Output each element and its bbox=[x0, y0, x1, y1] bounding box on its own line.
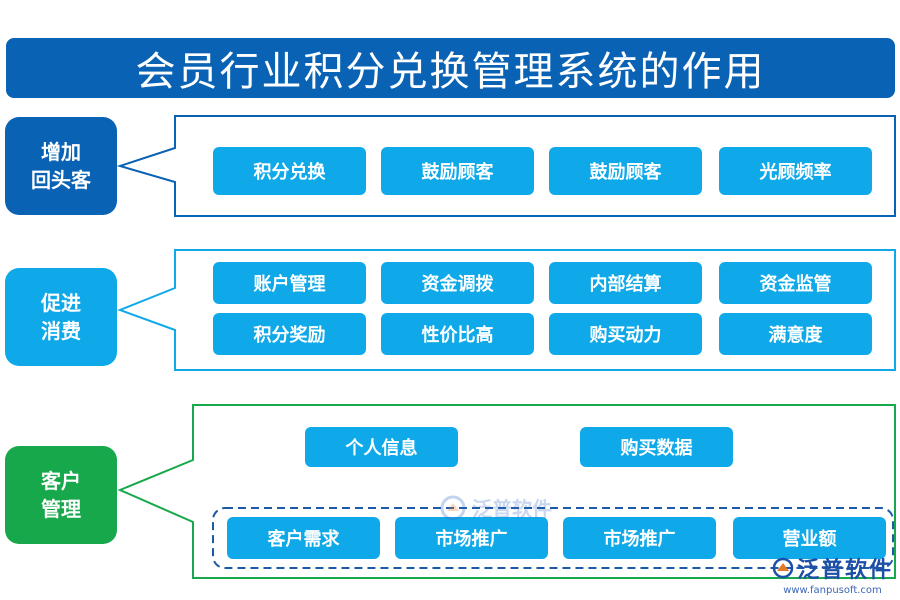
item-purchase-data: 购买数据 bbox=[580, 427, 733, 467]
watermark-brand-text: 泛普软件 bbox=[472, 497, 552, 521]
item-visit-frequency: 光顾频率 bbox=[719, 147, 872, 195]
page-title: 会员行业积分兑换管理系统的作用 bbox=[6, 38, 895, 98]
item-market-promotion-2: 市场推广 bbox=[563, 517, 716, 559]
item-account-management: 账户管理 bbox=[213, 262, 366, 304]
item-fund-supervision: 资金监管 bbox=[719, 262, 872, 304]
brand-logo-corner-icon bbox=[772, 557, 794, 579]
item-cost-performance: 性价比高 bbox=[381, 313, 534, 355]
label-customer-management: 客户 管理 bbox=[5, 446, 117, 544]
label-promote-consumption: 促进 消费 bbox=[5, 268, 117, 366]
watermark-center: 泛普软件 bbox=[440, 493, 552, 522]
label-increase-returning: 增加 回头客 bbox=[5, 117, 117, 215]
item-points-exchange: 积分兑换 bbox=[213, 147, 366, 195]
item-satisfaction: 满意度 bbox=[719, 313, 872, 355]
brand-logo-icon bbox=[440, 495, 466, 520]
item-fund-allocation: 资金调拨 bbox=[381, 262, 534, 304]
item-encourage-customers: 鼓励顾客 bbox=[381, 147, 534, 195]
watermark-url: www.fanpusoft.com bbox=[783, 585, 882, 596]
item-personal-info: 个人信息 bbox=[305, 427, 458, 467]
item-points-reward: 积分奖励 bbox=[213, 313, 366, 355]
watermark-corner-brand: 泛普软件 bbox=[796, 558, 893, 583]
item-customer-needs: 客户需求 bbox=[227, 517, 380, 559]
item-turnover: 营业额 bbox=[733, 517, 886, 559]
item-purchase-motivation: 购买动力 bbox=[549, 313, 702, 355]
item-internal-settlement: 内部结算 bbox=[549, 262, 702, 304]
watermark-corner: 泛普软件 www.fanpusoft.com bbox=[770, 552, 895, 596]
item-market-promotion: 市场推广 bbox=[395, 517, 548, 559]
item-encourage-customers-2: 鼓励顾客 bbox=[549, 147, 702, 195]
